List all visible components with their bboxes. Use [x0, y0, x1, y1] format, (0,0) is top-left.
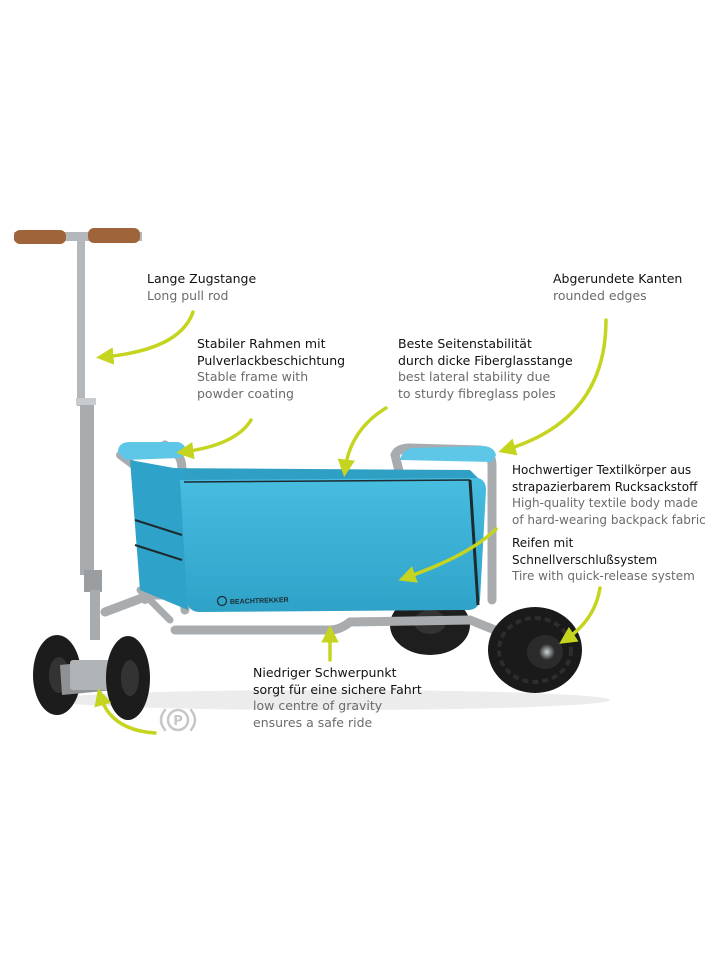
textile-arrow [398, 527, 498, 583]
annotation-de-line: durch dicke Fiberglasstange [398, 352, 573, 368]
brand-label: BEACHTREKKER [230, 597, 289, 606]
edges-arrow [498, 318, 608, 456]
annotation-de-line: Stabiler Rahmen mit [197, 336, 326, 351]
annotation-en-line: High-quality textile body made [512, 496, 698, 510]
annotation-low-gravity: Niedriger Schwerpunkt sorgt für eine sic… [253, 665, 422, 731]
annotation-en-line: rounded edges [553, 287, 647, 303]
annotation-lateral-stability: Beste Seitenstabilität durch dicke Fiber… [398, 336, 573, 402]
annotation-de-line: Schnellverschlußsystem [512, 552, 658, 567]
annotation-de-line: Lange Zugstange [147, 271, 257, 286]
annotation-de-line: Pulverlackbeschichtung [197, 352, 346, 368]
annotation-en-line: of hard-wearing backpack fabric [512, 512, 706, 527]
annotation-en-line: Stable frame with [197, 369, 309, 384]
tire-arrow [559, 586, 602, 644]
front-wheels [33, 635, 150, 720]
annotation-en-line: Long pull rod [147, 287, 229, 303]
frame-arrow [176, 418, 253, 460]
annotation-en-line: to sturdy fibreglass poles [398, 385, 556, 401]
brand-logo-icon [216, 595, 228, 607]
rear-right-wheel [488, 607, 582, 693]
annotation-tire: Reifen mit Schnellverschlußsystem Tire w… [512, 535, 695, 585]
annotation-en-line: ensures a safe ride [253, 714, 373, 730]
lateral-arrow [337, 406, 388, 477]
textile-body: BEACHTREKKER [118, 442, 496, 612]
annotation-de-line: Hochwertiger Textilkörper aus [512, 463, 692, 477]
ground-shadow [50, 690, 610, 710]
annotation-en-line: Tire with quick-release system [512, 569, 695, 583]
annotation-en-line: best lateral stability due [398, 369, 551, 384]
parking-brake-icon: P [159, 708, 197, 732]
annotation-en-line: low centre of gravity [253, 698, 383, 713]
annotation-textile-body: Hochwertiger Textilkörper aus strapazier… [512, 462, 706, 528]
handle-grip-left [14, 230, 66, 244]
annotation-de-line: Reifen mit [512, 536, 574, 550]
annotation-de-line: Beste Seitenstabilität [398, 336, 532, 351]
annotation-pull-rod: Lange Zugstange Long pull rod [147, 271, 256, 304]
annotation-de-line: strapazierbarem Rucksackstoff [512, 479, 698, 494]
annotation-en-line: powder coating [197, 385, 294, 401]
pull-rod-arrow [96, 310, 195, 365]
annotation-de-line: Niedriger Schwerpunkt [253, 665, 397, 680]
handle-grip-right [88, 228, 140, 243]
annotation-rounded-edges: Abgerundete Kanten rounded edges [553, 271, 682, 304]
parking-brake-label: P [173, 714, 183, 729]
annotation-de-line: Abgerundete Kanten [553, 271, 683, 286]
brake-arrow [94, 688, 157, 735]
annotation-de-line: sorgt für eine sichere Fahrt [253, 681, 422, 697]
pull-rod [14, 228, 142, 640]
annotation-frame: Stabiler Rahmen mit Pulverlackbeschichtu… [197, 336, 345, 402]
